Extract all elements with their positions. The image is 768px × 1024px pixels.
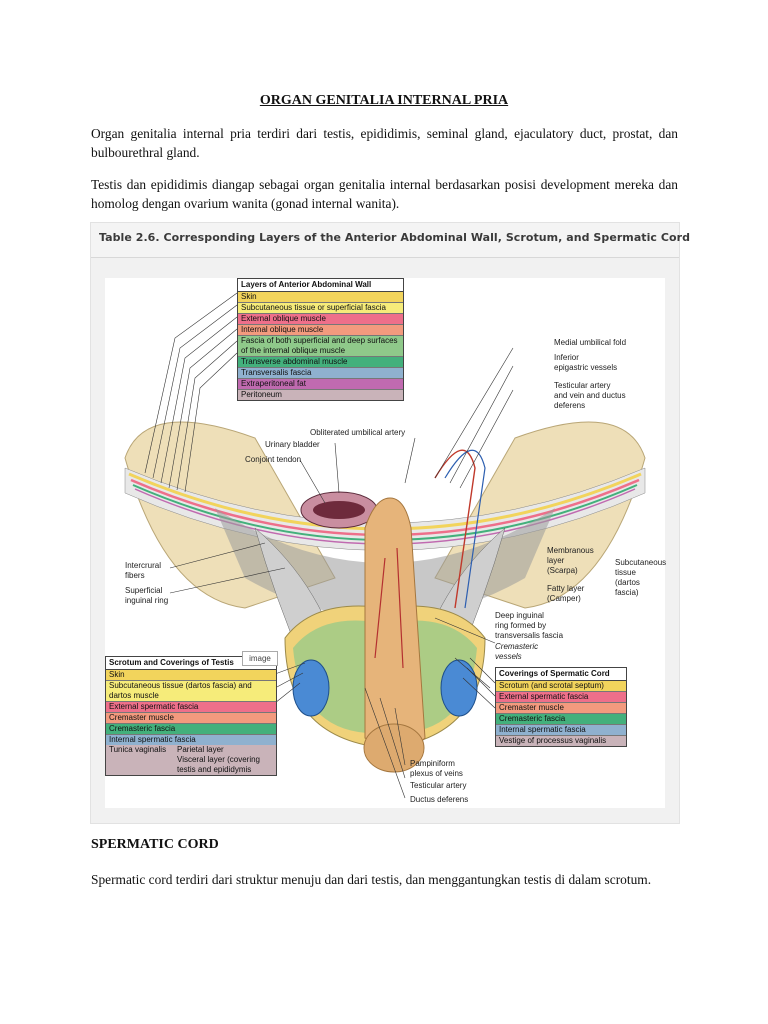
label-pampiniform: Pampiniform plexus of veins	[410, 759, 463, 778]
label-conjoint-tendon: Conjoint tendon	[245, 455, 302, 464]
testis-layer-row: External spermatic fascia	[106, 702, 276, 713]
spermatic-cord-coverings-table: Coverings of Spermatic Cord Scrotum (and…	[495, 667, 627, 747]
label-inferior-epigastric: Inferior epigastric vessels	[554, 353, 618, 372]
testis-table-header: Scrotum and Coverings of Testis	[106, 657, 276, 670]
label-testicular-artery: Testicular artery	[410, 781, 467, 790]
tunica-layers: Parietal layer Visceral layer (covering …	[177, 745, 273, 775]
testicular-artery-path	[434, 449, 476, 609]
abdominal-layer-row: Fascia of both superficial and deep surf…	[238, 336, 403, 357]
tunica-visceral: Visceral layer (covering testis and epid…	[177, 755, 260, 774]
abdominal-layer-row: Transverse abdominal muscle	[238, 357, 403, 368]
testis-layer-row: Cremasteric fascia	[106, 724, 276, 735]
cord-table-rows: Scrotum (and scrotal septum)External spe…	[496, 681, 626, 746]
label-obliterated-umbilical: Obliterated umbilical artery	[310, 428, 406, 437]
cord-table-header: Coverings of Spermatic Cord	[496, 668, 626, 681]
label-superficial-inguinal-ring: Superficial inguinal ring	[125, 586, 169, 605]
abdominal-table-header: Layers of Anterior Abdominal Wall	[238, 279, 403, 292]
label-fatty-layer: Fatty layer (Camper)	[547, 584, 585, 603]
testis-layer-row: Subcutaneous tissue (dartos fascia) and …	[106, 681, 276, 702]
cord-layer-row: External spermatic fascia	[496, 692, 626, 703]
anatomy-illustration	[124, 292, 646, 799]
label-testicular-artery-vein: Testicular artery and vein and ductus de…	[554, 381, 626, 410]
testis-layer-row: Internal spermatic fascia	[106, 735, 276, 745]
cord-layer-row: Cremasteric fascia	[496, 714, 626, 725]
spermatic-cord-paragraph: Spermatic cord terdiri dari struktur men…	[91, 872, 652, 887]
abdominal-layer-row: External oblique muscle	[238, 314, 403, 325]
figure-header: Table 2.6. Corresponding Layers of the A…	[91, 223, 690, 258]
intro-paragraph: Organ genitalia internal pria terdiri da…	[91, 126, 678, 160]
tunica-vaginalis-row: Tunica vaginalis Parietal layer Visceral…	[106, 745, 276, 775]
label-urinary-bladder: Urinary bladder	[265, 440, 320, 449]
cord-layer-row: Cremaster muscle	[496, 703, 626, 714]
abdominal-layer-row: Internal oblique muscle	[238, 325, 403, 336]
label-medial-umbilical-fold: Medial umbilical fold	[554, 338, 627, 347]
testis-layer-row: Cremaster muscle	[106, 713, 276, 724]
tunica-parietal: Parietal layer	[177, 745, 224, 754]
label-intercrural-fibers: Intercrural fibers	[125, 561, 162, 580]
anatomy-figure: Table 2.6. Corresponding Layers of the A…	[90, 222, 690, 824]
abdominal-layer-row: Extraperitoneal fat	[238, 379, 403, 390]
image-hover-chip[interactable]: image	[242, 651, 278, 666]
abdominal-layer-row: Transversalis fascia	[238, 368, 403, 379]
label-deep-inguinal-ring: Deep inguinal ring formed by transversal…	[495, 611, 564, 640]
label-subcutaneous-tissue: Subcutaneous tissue (dartos fascia)	[615, 558, 667, 597]
page-title: ORGAN GENITALIA INTERNAL PRIA	[259, 93, 509, 108]
testis-layer-row: Skin	[106, 670, 276, 681]
tunica-label: Tunica vaginalis	[109, 745, 167, 754]
testicular-vein-path	[444, 449, 486, 609]
label-membranous-layer: Membranous layer (Scarpa)	[547, 546, 594, 575]
cord-layer-row: Vestige of processus vaginalis	[496, 736, 626, 746]
spermatic-vessels	[374, 547, 404, 669]
abdominal-layer-row: Subcutaneous tissue or superficial fasci…	[238, 303, 403, 314]
bladder-lumen	[313, 501, 365, 519]
label-cremasteric-vessels: Cremasteric vessels	[495, 642, 539, 661]
glans	[363, 723, 425, 773]
abdominal-layer-row: Peritoneum	[238, 390, 403, 400]
section-heading-spermatic-cord: SPERMATIC CORD	[91, 837, 219, 852]
leader-lines	[144, 292, 514, 799]
cord-layer-row: Scrotum (and scrotal septum)	[496, 681, 626, 692]
testis-paragraph: Testis dan epididimis diangap sebagai or…	[91, 177, 678, 211]
left-testis	[292, 659, 330, 717]
right-testis	[440, 659, 478, 717]
cord-layer-row: Internal spermatic fascia	[496, 725, 626, 736]
abdominal-layer-row: Skin	[238, 292, 403, 303]
label-ductus-deferens: Ductus deferens	[410, 795, 469, 804]
figure-title: Table 2.6. Corresponding Layers of the A…	[99, 231, 690, 244]
